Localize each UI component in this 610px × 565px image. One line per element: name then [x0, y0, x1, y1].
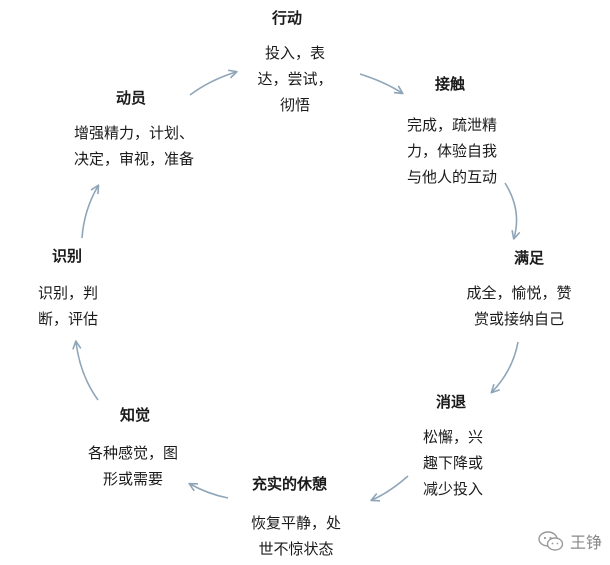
watermark: 王铮: [538, 529, 602, 553]
stage-desc-line: 减少投入: [422, 480, 483, 498]
stage-desc-sensation: 各种感觉，图 形或需要: [70, 440, 196, 492]
stage-title-contact: 接触: [435, 75, 466, 93]
arrow-mobilization-to-action: [189, 69, 238, 96]
stage-desc-rest: 恢复平静，处 世不惊状态: [236, 510, 356, 562]
stage-title-withdrawal: 消退: [436, 393, 467, 411]
stage-desc-line: 决定，审视，准备: [73, 150, 194, 168]
wechat-icon: [538, 531, 564, 551]
stage-title-rest: 充实的休憩: [252, 475, 328, 493]
stage-desc-line: 世不惊状态: [258, 540, 334, 558]
stage-desc-mobilization: 增强精力，计划、 决定，审视，准备: [52, 120, 216, 172]
stage-desc-line: 成全，愉悦，赞: [466, 284, 572, 302]
stage-title-sensation: 知觉: [120, 406, 151, 424]
watermark-text: 王铮: [569, 533, 602, 552]
stage-desc-action: 投入，表 达，尝试， 彻悟: [245, 40, 345, 118]
stage-desc-contact: 完成，疏泄精 力，体验自我 与他人的互动: [392, 112, 512, 190]
stage-desc-line: 断，评估: [37, 310, 98, 328]
stage-desc-line: 各种感觉，图: [87, 444, 178, 462]
arrow-contact-to-satisfaction: [504, 182, 521, 240]
arrow-sensation-to-awareness: [72, 340, 99, 401]
stage-title-action: 行动: [272, 9, 303, 27]
arrow-satisfaction-to-withdrawal: [490, 341, 519, 394]
arrow-action-to-contact: [359, 73, 404, 95]
stage-desc-satisfaction: 成全，愉悦，赞 赏或接纳自己: [448, 280, 590, 332]
arrow-awareness-to-mobilization: [81, 184, 100, 239]
stage-desc-line: 增强精力，计划、: [73, 124, 194, 142]
stage-title-mobilization: 动员: [116, 89, 147, 107]
stage-desc-line: 松懈，兴: [422, 428, 483, 446]
stage-desc-awareness: 识别，判 断，评估: [22, 280, 114, 332]
stage-desc-line: 恢复平静，处: [250, 514, 341, 532]
stage-desc-line: 与他人的互动: [406, 168, 497, 186]
stage-desc-line: 投入，表: [264, 44, 325, 62]
stage-desc-line: 完成，疏泄精: [406, 116, 497, 134]
stage-title-satisfaction: 满足: [514, 249, 545, 267]
stage-desc-line: 力，体验自我: [406, 142, 497, 160]
stage-desc-line: 识别，判: [37, 284, 98, 302]
arrow-rest-to-sensation: [188, 482, 229, 499]
stage-title-awareness: 识别: [52, 247, 83, 265]
arrow-withdrawal-to-rest: [370, 475, 409, 502]
stage-desc-line: 赏或接纳自己: [473, 310, 564, 328]
stage-desc-withdrawal: 松懈，兴 趣下降或 减少投入: [410, 424, 496, 502]
stage-desc-line: 趣下降或: [422, 454, 483, 472]
stage-desc-line: 形或需要: [102, 470, 163, 488]
stage-desc-line: 达，尝试，: [257, 70, 333, 88]
stage-desc-line: 彻悟: [279, 96, 310, 114]
